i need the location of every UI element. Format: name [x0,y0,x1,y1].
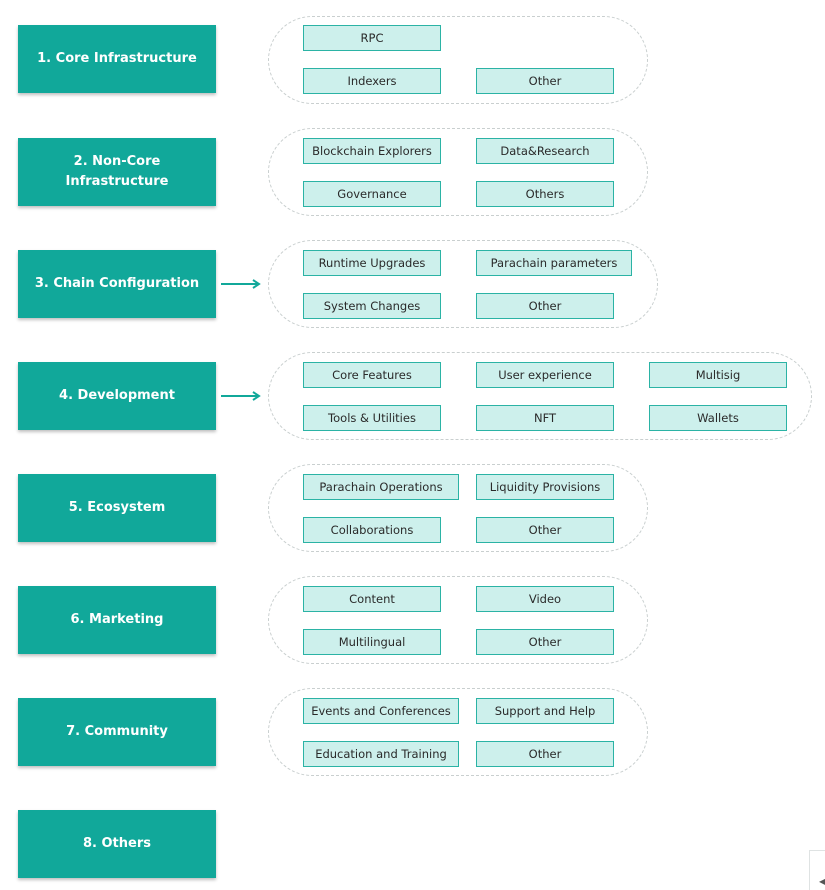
subcategory-group-community [268,688,648,776]
arrow-right-icon [221,391,261,401]
subcategory-chip: RPC [303,25,441,51]
chevron-left-icon[interactable]: ◀ [819,877,825,886]
subcategory-chip: Parachain Operations [303,474,459,500]
subcategory-chip: Governance [303,181,441,207]
category-non-core-infrastructure: 2. Non-Core Infrastructure [18,138,216,206]
subcategory-chip: Events and Conferences [303,698,459,724]
subcategory-chip: Wallets [649,405,787,431]
subcategory-chip: Liquidity Provisions [476,474,614,500]
subcategory-group-development [268,352,812,440]
category-ecosystem: 5. Ecosystem [18,474,216,542]
subcategory-chip: Parachain parameters [476,250,632,276]
corner-panel[interactable]: ◀ [809,850,825,890]
subcategory-chip: Runtime Upgrades [303,250,441,276]
arrow-right-icon [221,279,261,289]
subcategory-chip: Video [476,586,614,612]
subcategory-chip: Data&Research [476,138,614,164]
subcategory-chip: Other [476,741,614,767]
subcategory-group-marketing [268,576,648,664]
subcategory-chip: NFT [476,405,614,431]
category-core-infrastructure: 1. Core Infrastructure [18,25,216,93]
subcategory-group-non-core-infrastructure [268,128,648,216]
subcategory-chip: Other [476,68,614,94]
subcategory-chip: Blockchain Explorers [303,138,441,164]
subcategory-chip: Multisig [649,362,787,388]
category-marketing: 6. Marketing [18,586,216,654]
subcategory-chip: Collaborations [303,517,441,543]
category-community: 7. Community [18,698,216,766]
subcategory-chip: System Changes [303,293,441,319]
category-chain-configuration: 3. Chain Configuration [18,250,216,318]
subcategory-chip: Multilingual [303,629,441,655]
subcategory-chip: Other [476,293,614,319]
subcategory-chip: Core Features [303,362,441,388]
subcategory-chip: Support and Help [476,698,614,724]
subcategory-chip: Indexers [303,68,441,94]
subcategory-group-chain-configuration [268,240,658,328]
subcategory-chip: Education and Training [303,741,459,767]
category-others: 8. Others [18,810,216,878]
subcategory-chip: Others [476,181,614,207]
subcategory-group-ecosystem [268,464,648,552]
subcategory-chip: Content [303,586,441,612]
subcategory-chip: User experience [476,362,614,388]
subcategory-chip: Tools & Utilities [303,405,441,431]
subcategory-group-core-infrastructure [268,16,648,104]
subcategory-chip: Other [476,629,614,655]
subcategory-chip: Other [476,517,614,543]
category-development: 4. Development [18,362,216,430]
